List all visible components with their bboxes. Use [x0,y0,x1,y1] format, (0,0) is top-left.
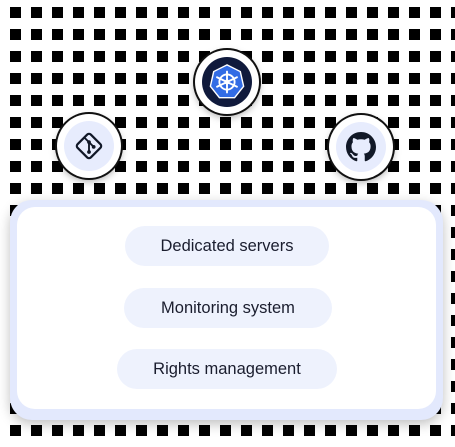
feature-pill-dedicated-servers: Dedicated servers [125,226,329,266]
kubernetes-badge [195,50,259,114]
git-badge [57,114,121,178]
git-icon [64,121,114,171]
feature-pill-monitoring-system: Monitoring system [124,288,332,328]
feature-pill-rights-management: Rights management [117,349,337,389]
kubernetes-icon [202,57,252,107]
github-icon [336,122,386,172]
github-badge [329,115,393,179]
